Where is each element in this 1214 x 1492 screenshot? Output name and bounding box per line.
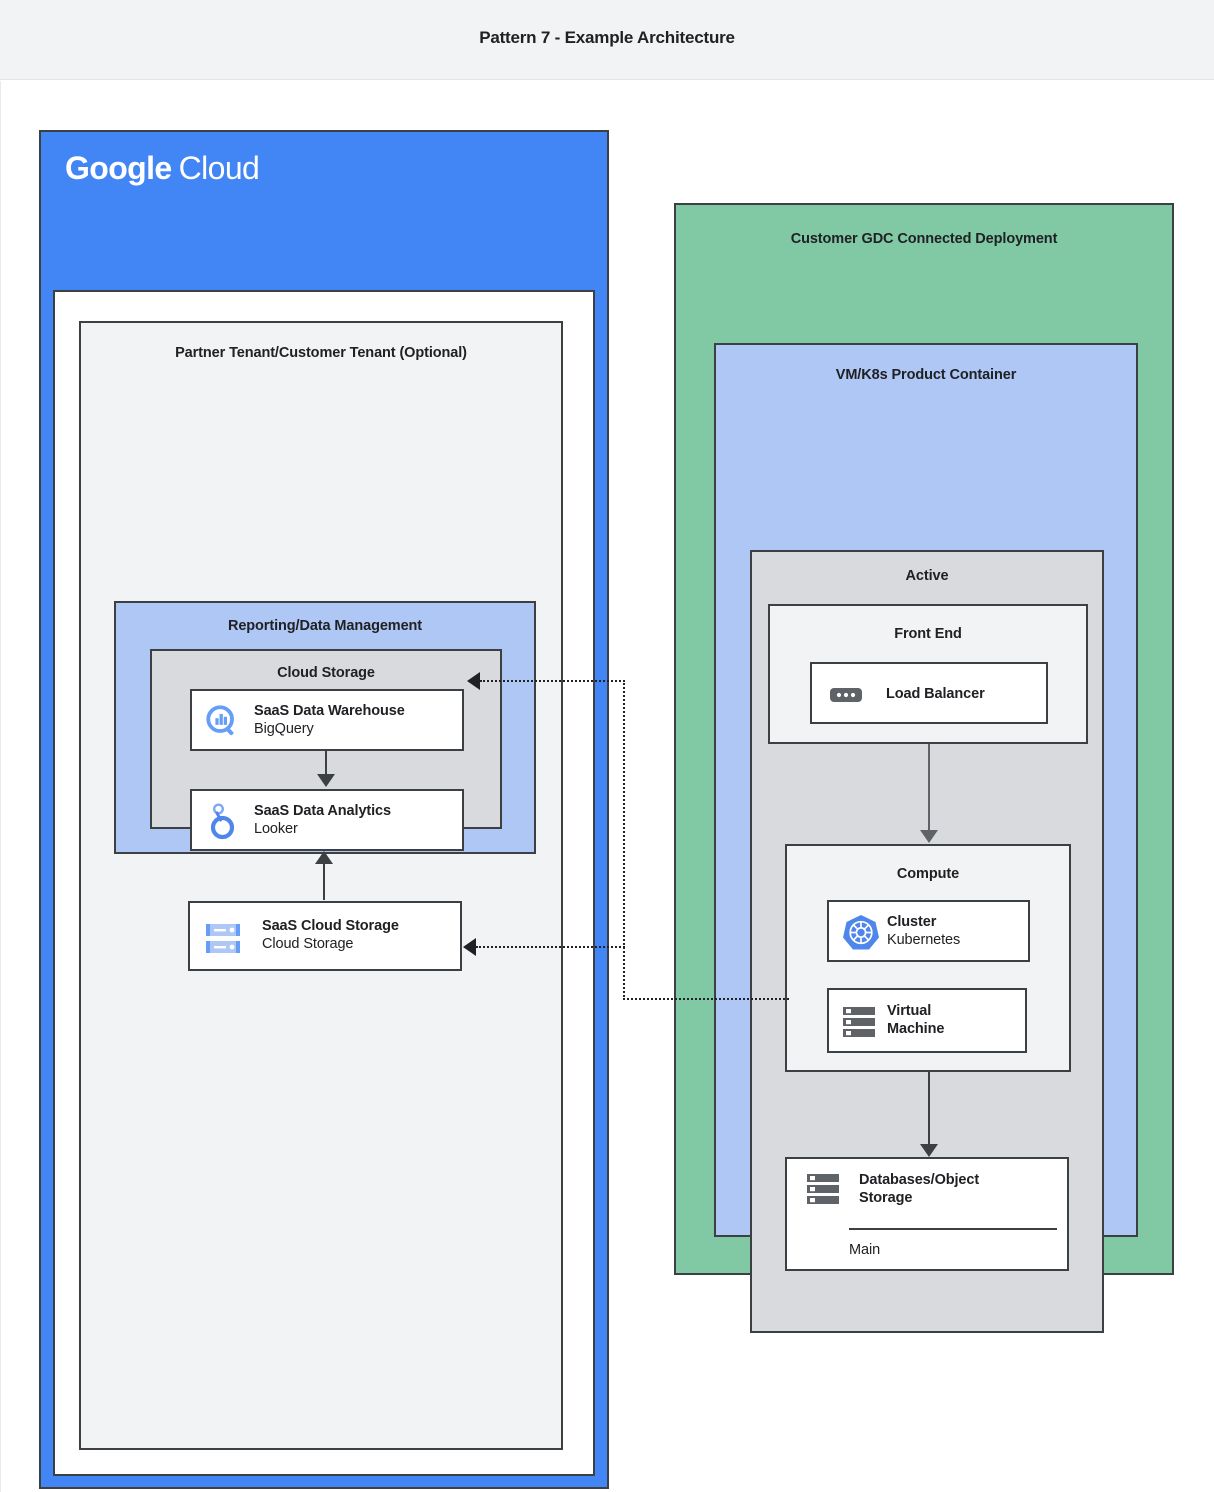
database-to-cloud-storage-horizontal — [476, 946, 625, 948]
connector-vertical-trunk — [623, 680, 625, 1000]
front-end-title: Front End — [894, 626, 962, 642]
storage-to-analytics-line — [323, 854, 325, 900]
warehouse-to-analytics-arrowhead — [317, 774, 335, 787]
database-to-warehouse-horizontal — [480, 680, 625, 682]
saas-data-analytics-subtitle: Looker — [254, 821, 298, 838]
vm-k8s-title: VM/K8s Product Container — [835, 367, 1017, 383]
virtual-machine-title-line1: Virtual — [887, 1003, 932, 1019]
compute-to-database-arrowhead — [920, 1144, 938, 1157]
warehouse-to-analytics-line — [325, 751, 327, 777]
compute-title: Compute — [896, 866, 960, 882]
cloud-storage-icon — [204, 921, 244, 962]
deployment-title: Customer GDC Connected Deployment — [790, 231, 1058, 247]
kubernetes-icon — [841, 913, 881, 958]
google-wordmark: Google — [65, 150, 172, 186]
reporting-title: Reporting/Data Management — [227, 618, 423, 634]
cluster-subtitle: Kubernetes — [887, 932, 961, 949]
saas-data-analytics-card[interactable]: SaaS Data Analytics Looker — [190, 789, 464, 851]
cluster-title: Cluster — [887, 914, 937, 930]
compute-to-database-line — [928, 1072, 930, 1148]
database-divider — [849, 1228, 1057, 1230]
cloud-wordmark: Cloud — [178, 150, 260, 186]
cloud-storage-title: Cloud Storage — [277, 665, 375, 681]
bigquery-icon — [204, 703, 242, 746]
page-header: Pattern 7 - Example Architecture — [0, 0, 1214, 80]
database-object-storage-card[interactable]: Databases/Object Storage Main — [785, 1157, 1069, 1271]
database-outbound-horizontal — [623, 998, 789, 1000]
saas-data-analytics-title: SaaS Data Analytics — [254, 803, 391, 819]
saas-cloud-storage-title: SaaS Cloud Storage — [262, 918, 399, 934]
virtual-machine-title-line2: Machine — [887, 1021, 945, 1038]
load-balancer-icon — [830, 685, 862, 710]
saas-data-warehouse-subtitle: BigQuery — [254, 721, 314, 738]
customer-gdc-deployment-container: Customer GDC Connected Deployment VM/K8s… — [674, 203, 1174, 1333]
saas-data-warehouse-title: SaaS Data Warehouse — [254, 703, 405, 719]
partner-tenant-title: Partner Tenant/Customer Tenant (Optional… — [175, 345, 467, 361]
compute-panel: Compute — [785, 844, 1071, 1072]
reporting-data-management-panel: Reporting/Data Management Cloud Storage — [114, 601, 536, 971]
database-title-line1: Databases/Object — [859, 1172, 980, 1188]
virtual-machine-card[interactable]: Virtual Machine — [827, 988, 1027, 1053]
saas-data-warehouse-card[interactable]: SaaS Data Warehouse BigQuery — [190, 689, 464, 751]
partner-tenant-panel: Partner Tenant/Customer Tenant (Optional… — [79, 321, 563, 1450]
frontend-to-compute-line — [928, 744, 930, 834]
vm-k8s-product-container: VM/K8s Product Container Active Front En… — [714, 343, 1138, 1333]
load-balancer-label: Load Balancer — [886, 686, 985, 702]
storage-to-analytics-arrowhead — [315, 851, 333, 864]
database-title-line2: Storage — [859, 1190, 913, 1207]
database-icon — [805, 1173, 843, 1212]
cluster-card[interactable]: Cluster Kubernetes — [827, 900, 1030, 962]
database-to-warehouse-arrowhead — [467, 672, 480, 690]
load-balancer-card[interactable]: Load Balancer — [810, 662, 1048, 724]
project-area: Partner Tenant/Customer Tenant (Optional… — [53, 290, 595, 1476]
front-end-panel: Front End Load Balancer — [768, 604, 1088, 744]
saas-cloud-storage-subtitle: Cloud Storage — [262, 936, 354, 953]
database-footer-label: Main — [849, 1242, 881, 1258]
active-title: Active — [905, 568, 949, 584]
saas-cloud-storage-card[interactable]: SaaS Cloud Storage Cloud Storage — [188, 901, 462, 971]
virtual-machine-icon — [841, 1006, 879, 1045]
page-title: Pattern 7 - Example Architecture — [479, 28, 735, 47]
active-panel: Active Front End Load B — [750, 550, 1104, 1333]
database-to-cloud-storage-arrowhead — [463, 938, 476, 956]
cloud-storage-panel: Cloud Storage — [150, 649, 502, 851]
frontend-to-compute-arrowhead — [920, 830, 938, 843]
looker-icon — [206, 801, 242, 846]
